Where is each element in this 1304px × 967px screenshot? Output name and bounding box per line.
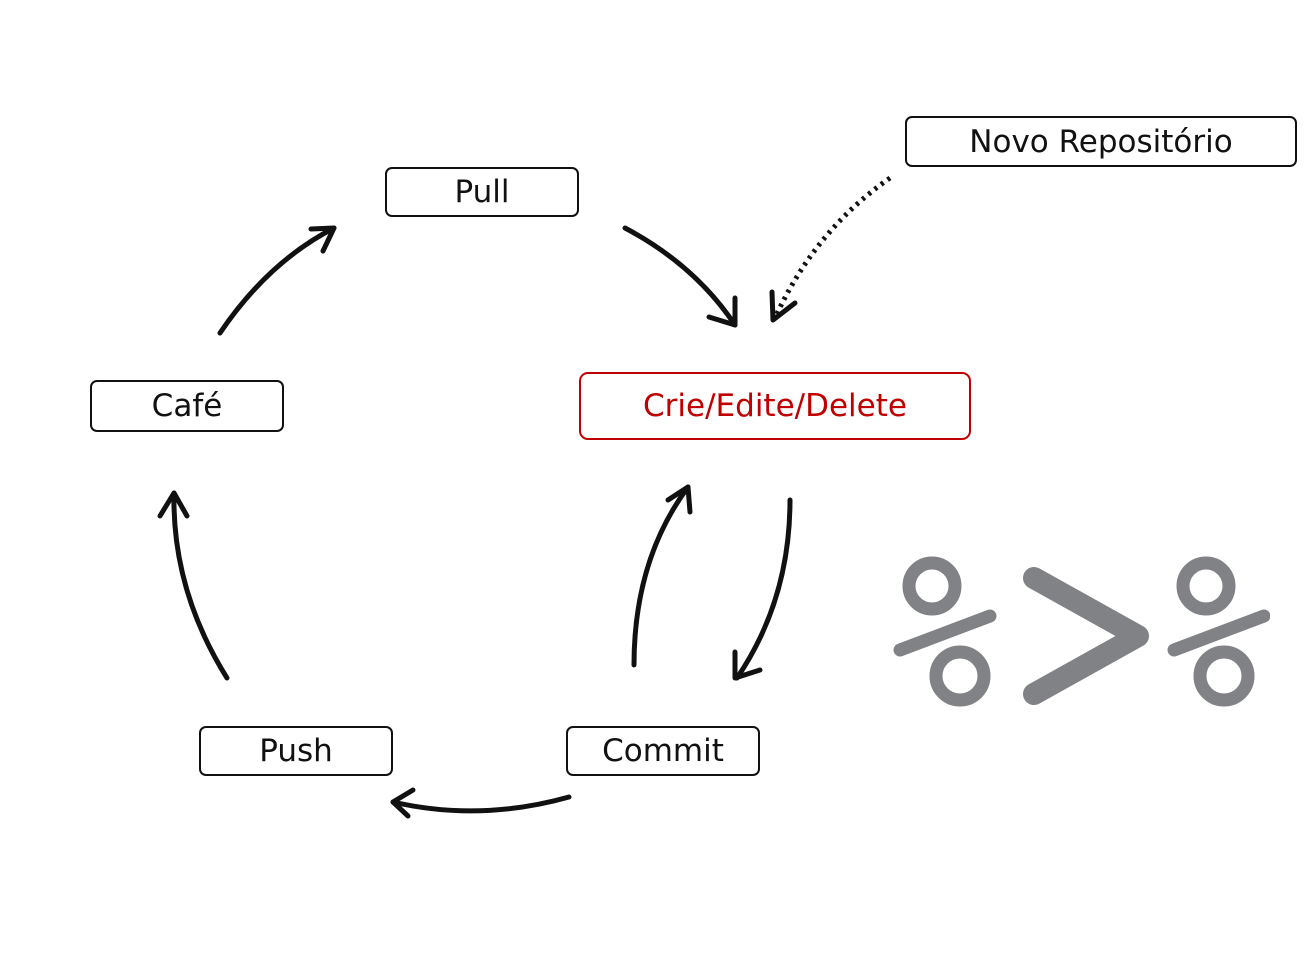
percent-greater-than-percent-icon	[893, 556, 1270, 707]
arrow-crie-to-commit	[732, 497, 793, 681]
node-cafe: Café	[90, 380, 284, 432]
arrow-pull-to-crie	[622, 225, 738, 328]
arrow-novo-to-crie	[769, 175, 892, 323]
arrow-cafe-to-pull	[217, 225, 337, 336]
node-push: Push	[199, 726, 393, 776]
node-commit: Commit	[566, 726, 760, 776]
arrow-commit-to-push	[390, 787, 572, 819]
arrow-commit-to-crie	[631, 484, 693, 668]
node-crie-edite-delete: Crie/Edite/Delete	[579, 372, 971, 440]
node-novo-repositorio: Novo Repositório	[905, 116, 1297, 167]
arrow-push-to-cafe	[157, 490, 230, 681]
node-pull: Pull	[385, 167, 579, 217]
